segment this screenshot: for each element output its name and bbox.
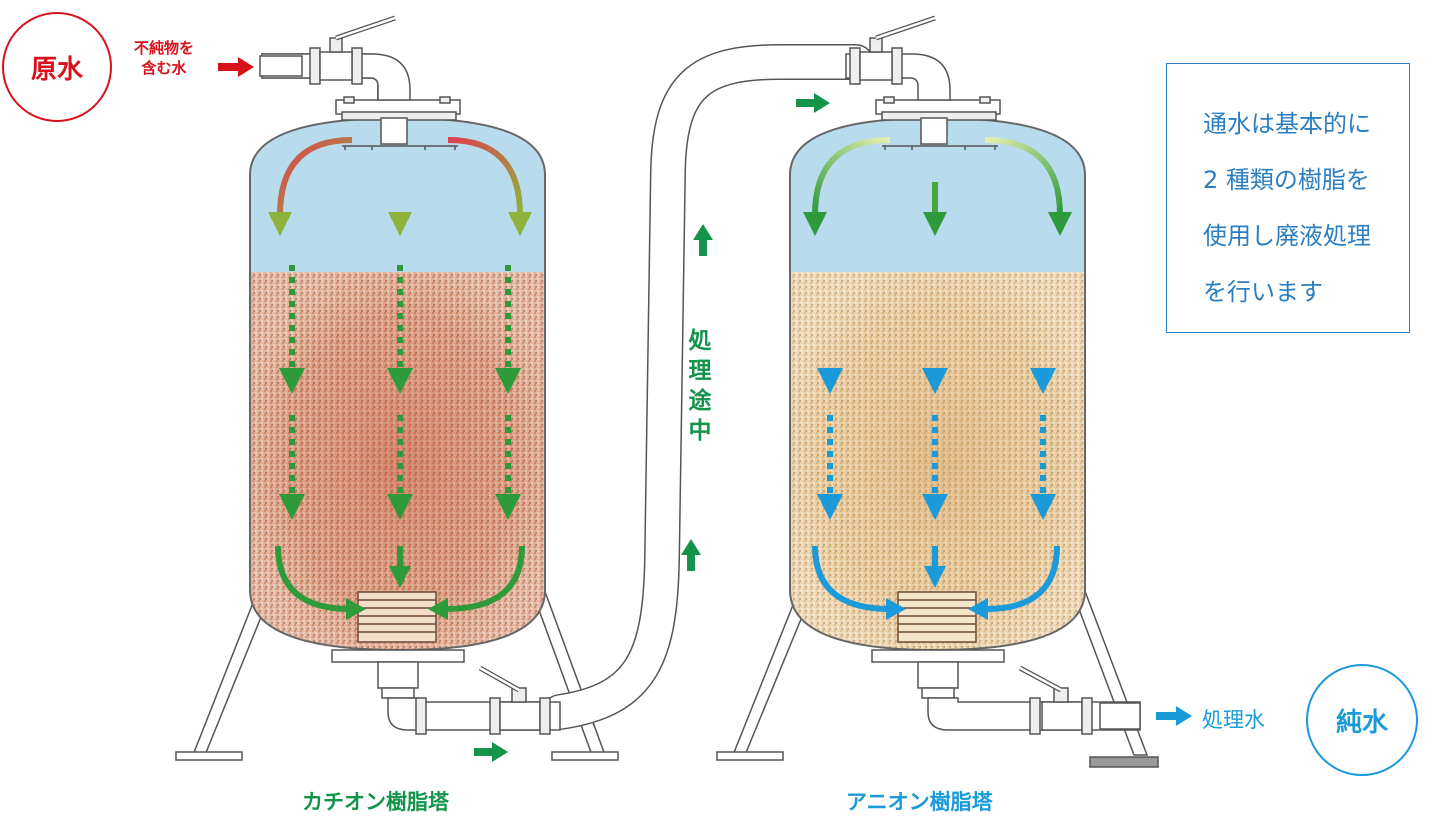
tank2-flow-arrows — [803, 137, 1072, 620]
tank1-collector — [357, 591, 437, 643]
raw-water-arrow — [218, 57, 254, 77]
note-line-1: 通水は基本的に — [1203, 110, 1371, 138]
tank1 — [250, 118, 545, 650]
treated-water-label: 処理水 — [1202, 708, 1265, 732]
transfer-hose — [542, 44, 874, 730]
raw-water-desc-line2: 含む水 — [141, 59, 187, 77]
anion-tower-label: アニオン樹脂塔 — [846, 790, 993, 814]
tank2-inlet-pipe — [845, 15, 1001, 150]
tank2-collector — [897, 591, 977, 643]
raw-water-description: 不純物を 含む水 — [134, 38, 194, 78]
raw-water-desc-line1: 不純物を — [134, 39, 195, 57]
note-line-3: 使用し廃液処理 — [1203, 222, 1371, 250]
note-box: 通水は基本的に 2 種類の樹脂を 使用し廃液処理 を行います — [1166, 63, 1410, 333]
raw-water-badge: 原水 — [2, 12, 112, 122]
tank1-outlet-pipe — [331, 649, 561, 735]
note-line-4: を行います — [1203, 278, 1323, 306]
note-line-2: 2 種類の樹脂を — [1203, 166, 1370, 194]
hose-flow-arrows — [474, 93, 830, 762]
pure-water-badge-label: 純水 — [1335, 707, 1388, 738]
in-process-label: 処理途中 — [688, 328, 712, 444]
tank1-flow-arrows — [268, 137, 532, 620]
tank2-outlet-pipe — [871, 649, 1141, 735]
tank2 — [790, 118, 1085, 650]
pure-water-arrow — [1156, 706, 1192, 726]
pure-water-badge: 純水 — [1306, 664, 1418, 776]
raw-water-badge-label: 原水 — [30, 54, 83, 85]
tank1-inlet-pipe — [259, 15, 461, 150]
cation-tower-label: カチオン樹脂塔 — [302, 790, 449, 814]
